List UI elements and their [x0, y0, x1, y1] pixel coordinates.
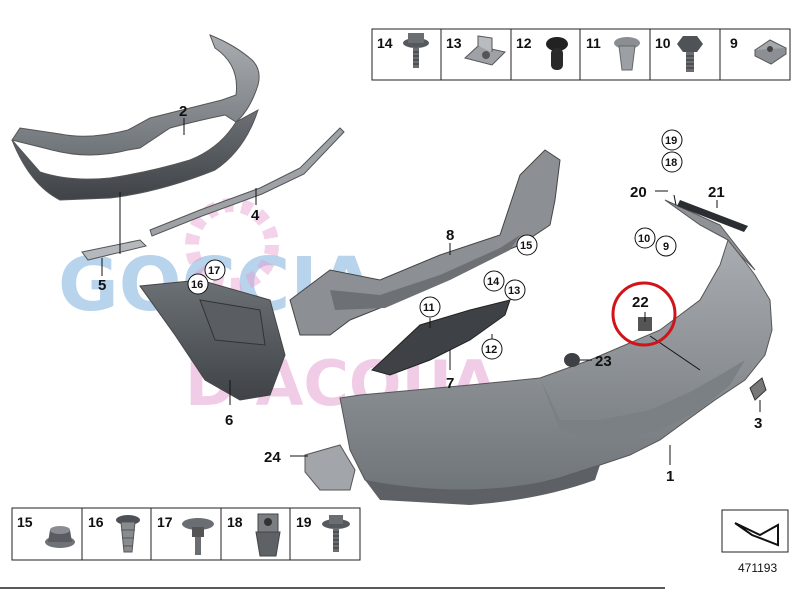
highlight-circle	[611, 281, 677, 347]
legend-num: 14	[377, 35, 393, 51]
legend-num: 10	[655, 35, 671, 51]
part-highlighted-bracket	[638, 317, 652, 331]
collar-nut-icon	[45, 526, 75, 548]
part-bumper-cover-main	[339, 199, 773, 505]
view-direction-icon	[734, 522, 779, 547]
callout-10: 10	[638, 233, 650, 245]
legend-num: 12	[516, 35, 532, 51]
reference-box: 471193	[721, 509, 789, 575]
clip-nut-icon	[255, 513, 281, 557]
callout-22: 22	[632, 294, 649, 311]
plug-rivet-icon	[614, 37, 640, 71]
reference-number: 471193	[738, 561, 777, 575]
legend-num: 19	[296, 514, 312, 530]
legend-num: 17	[157, 514, 173, 530]
callout-19: 19	[665, 135, 677, 147]
callout-16: 16	[191, 279, 203, 291]
callout-5: 5	[98, 277, 106, 294]
washer-screw-icon	[182, 518, 214, 555]
top-legend: 14 13 12 11 10 9	[371, 28, 791, 81]
part-tow-hook-cover	[304, 444, 356, 491]
callout-17: 17	[208, 265, 220, 277]
flange-bolt-icon	[403, 33, 429, 68]
callout-13: 13	[508, 285, 520, 297]
expanding-rivet-icon	[546, 37, 568, 70]
part-lower-grille	[371, 299, 511, 376]
callout-12: 12	[485, 344, 497, 356]
callout-1: 1	[666, 468, 674, 485]
bottom-legend: 15 16 17 18 19	[11, 507, 361, 561]
callout-21: 21	[708, 184, 725, 201]
part-trim-strip	[149, 127, 345, 237]
callout-6: 6	[225, 412, 233, 429]
legend-num: 15	[17, 514, 33, 530]
callout-14: 14	[487, 276, 500, 288]
part-bumper-cover-small	[11, 34, 260, 201]
callout-4: 4	[251, 207, 260, 224]
legend-num: 13	[446, 35, 462, 51]
callout-8: 8	[446, 227, 454, 244]
legend-num: 16	[88, 514, 104, 530]
callout-7: 7	[446, 375, 454, 392]
callout-20: 20	[630, 184, 647, 201]
expanding-nut-icon	[116, 515, 140, 553]
legend-num: 9	[730, 35, 738, 51]
callout-11: 11	[423, 302, 435, 314]
part-upper-strip	[677, 200, 748, 232]
part-sensor-holder	[749, 377, 767, 401]
part-grommet	[564, 353, 580, 367]
clip-nut-icon	[754, 39, 787, 65]
part-bumper-carrier	[289, 149, 561, 336]
legend-num: 11	[586, 35, 601, 51]
callout-18: 18	[665, 157, 677, 169]
callout-24: 24	[264, 449, 281, 466]
callout-23: 23	[595, 353, 612, 370]
sheet-metal-nut-icon	[463, 35, 506, 66]
hex-bolt-icon	[677, 36, 703, 72]
flange-screw-icon	[322, 515, 350, 552]
callout-2: 2	[179, 103, 187, 120]
callout-15: 15	[520, 240, 532, 252]
callout-9: 9	[663, 241, 669, 253]
legend-num: 18	[227, 514, 243, 530]
part-reflector	[81, 239, 147, 261]
circled-callouts: 17 16 15 14 13 11 12 19 18 10 9	[187, 129, 683, 360]
callout-3: 3	[754, 415, 762, 432]
